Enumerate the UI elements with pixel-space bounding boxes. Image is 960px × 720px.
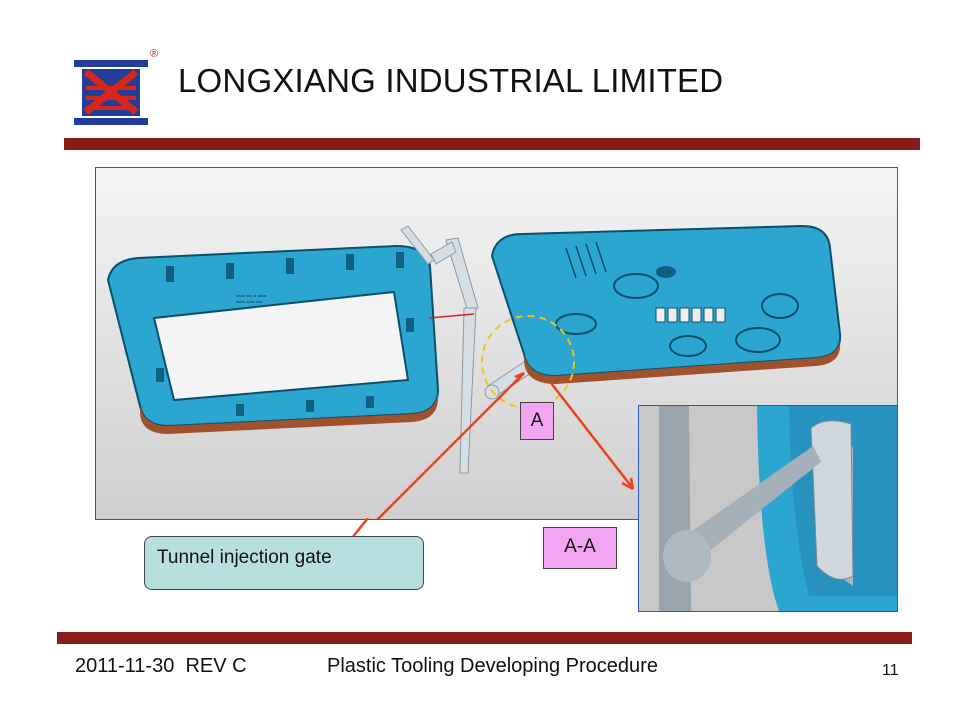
section-view-arrow (550, 382, 632, 487)
section-view-label: A-A (543, 527, 617, 569)
footer-divider-bar (57, 632, 912, 644)
longxiang-logo-icon (72, 56, 152, 128)
right-cover-part (490, 224, 842, 384)
section-view-inset (638, 405, 898, 612)
company-name: LONGXIANG INDUSTRIAL LIMITED (178, 62, 724, 99)
footer-document-title: Plastic Tooling Developing Procedure (327, 655, 658, 677)
registered-mark: ® (150, 48, 159, 60)
cad-model-view: === == = === === === == (95, 167, 898, 520)
tunnel-gate-callout: Tunnel injection gate (144, 536, 424, 590)
runner-system (400, 225, 549, 474)
section-label-a: A (520, 402, 554, 440)
svg-text:=== == = ===: === == = === (236, 294, 267, 300)
left-frame-part: === == = === === === == (106, 244, 440, 434)
footer-date-revision: 2011-11-30 REV C (75, 655, 247, 677)
header-divider-bar (64, 138, 920, 150)
svg-text:=== === ==: === === == (236, 300, 262, 306)
page-number: 11 (882, 662, 899, 679)
callout-arrow-gate (376, 372, 525, 519)
